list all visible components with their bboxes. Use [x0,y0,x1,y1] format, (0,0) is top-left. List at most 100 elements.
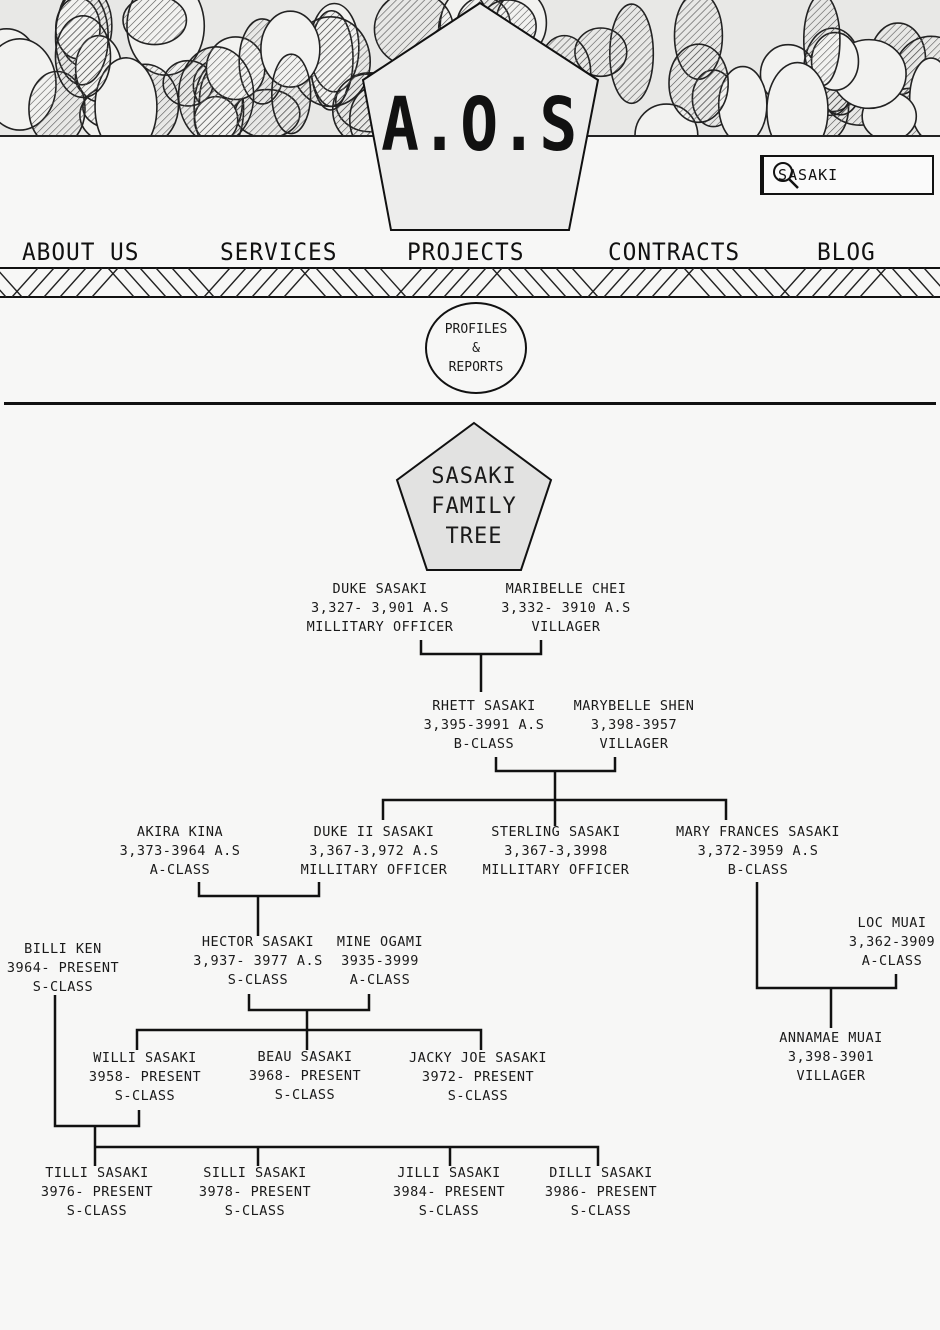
logo-pentagon [361,1,600,231]
band-stroke [187,267,215,298]
band-stroke [299,267,327,298]
band-stroke [123,267,151,298]
band-stroke [731,267,759,298]
band-stroke [443,267,471,298]
nav-blog[interactable]: BLOG [817,238,876,266]
bubble-shape [271,53,312,135]
bubble-shape [766,61,829,135]
band-stroke [683,267,711,298]
band-stroke [619,267,647,298]
band-stroke [171,267,199,298]
reports-label: REPORTS [448,359,504,375]
band-stroke [459,267,487,298]
connector-maryfrances-loc [755,882,898,990]
ampersand-label: & [472,340,480,356]
band-stroke [139,267,167,298]
band-stroke [43,267,71,298]
connector-billi-willi [53,995,141,1128]
logo[interactable]: A.O.S [355,0,605,232]
bubble-shape [908,57,940,135]
band-stroke [155,267,183,298]
band-stroke [699,267,727,298]
band-stroke [587,267,615,298]
band-stroke [747,267,775,298]
bubble-shape [54,15,112,99]
connector-duke-maribelle [419,640,543,656]
connector-gen5-siblings [135,1028,483,1050]
tree-title-badge: SASAKI FAMILY TREE [393,420,555,574]
profiles-label: PROFILES [444,321,508,337]
nav-services[interactable]: SERVICES [220,238,338,266]
connector-gen6-siblings [95,1145,600,1166]
band-stroke [11,267,39,298]
band-stroke [811,267,839,298]
band-stroke [523,267,551,298]
band-stroke [507,267,535,298]
band-stroke [27,267,55,298]
band-stroke [235,267,263,298]
search-icon[interactable] [762,157,799,193]
band-stroke [923,267,940,287]
band-stroke [491,267,519,298]
logo-text: A.O.S [381,82,579,168]
band-stroke [779,267,807,298]
band-stroke [395,267,423,298]
profiles-reports-button[interactable]: PROFILES & REPORTS [425,302,527,394]
band-stroke [667,267,695,298]
band-stroke [795,267,823,298]
band-stroke [859,267,887,298]
search-input[interactable] [764,157,940,193]
band-stroke [555,267,583,298]
band-stroke [91,267,119,298]
band-stroke [59,267,87,298]
section-divider [4,402,936,405]
connector-akira-duke2 [197,882,321,898]
search-box[interactable] [760,155,940,195]
band-stroke [875,267,903,298]
connector-gen3-siblings [381,798,728,820]
band-stroke [203,267,231,298]
band-stroke [379,267,407,298]
band-stroke [411,267,439,298]
band-stroke [75,267,103,298]
band-stroke [891,267,919,298]
band-stroke [283,267,311,298]
bubble-shape [122,0,188,46]
band-stroke [0,271,23,298]
band-stroke [907,267,935,298]
band-stroke [843,267,871,298]
band-stroke [539,267,567,298]
band-stroke [251,267,279,298]
nav-projects[interactable]: PROJECTS [407,238,525,266]
band-stroke [347,267,375,298]
band-stroke [603,267,631,298]
nav-about-us[interactable]: ABOUT US [22,238,140,266]
connector-hector-mine [247,994,371,1012]
band-stroke [315,267,343,298]
band-stroke [267,267,295,298]
connector-rhett-marybelle [494,757,617,773]
nav-contracts[interactable]: CONTRACTS [608,238,741,266]
band-stroke [219,267,247,298]
